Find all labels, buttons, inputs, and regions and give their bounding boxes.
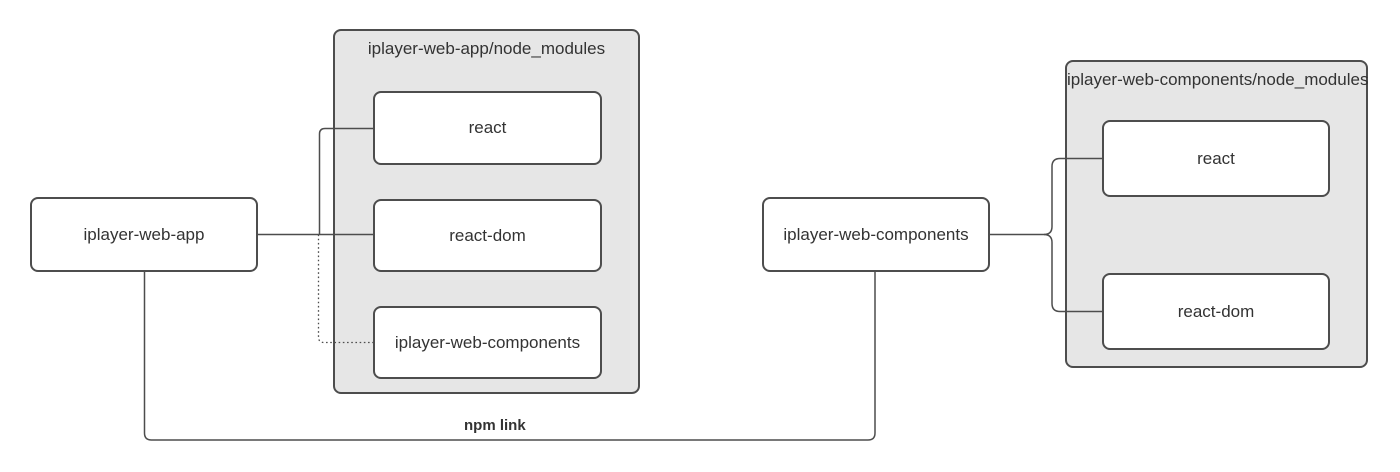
- node-iplayer-web-components-label: iplayer-web-components: [783, 224, 969, 244]
- node-react-dom-in-components-modules: react-dom: [1102, 273, 1330, 350]
- node-react-in-app-modules-label: react: [468, 118, 507, 137]
- node-iplayer-web-components: iplayer-web-components: [762, 197, 990, 272]
- node-iplayer-web-components-in-app-modules: iplayer-web-components: [373, 306, 602, 379]
- npm-link-label: npm link: [464, 417, 526, 434]
- node-react-in-app-modules: react: [373, 91, 602, 165]
- node-iplayer-web-components-in-app-modules-label: iplayer-web-components: [394, 332, 581, 352]
- container-iplayer-web-app-node-modules-title: iplayer-web-app/node_modules: [367, 39, 606, 58]
- container-iplayer-web-components-node-modules-title: iplayer-web-components/node_modules: [1067, 70, 1369, 89]
- node-react-dom-in-app-modules-label: react-dom: [449, 225, 526, 245]
- container-iplayer-web-components-node-modules: iplayer-web-components/node_modules reac…: [1065, 60, 1368, 368]
- container-iplayer-web-app-node-modules: iplayer-web-app/node_modules react react…: [333, 29, 640, 394]
- node-react-in-components-modules: react: [1102, 120, 1330, 197]
- node-react-in-components-modules-label: react: [1197, 148, 1235, 168]
- node-react-dom-in-app-modules: react-dom: [373, 199, 602, 272]
- node-react-dom-in-components-modules-label: react-dom: [1177, 301, 1255, 321]
- node-iplayer-web-app: iplayer-web-app: [30, 197, 258, 272]
- node-iplayer-web-app-label: iplayer-web-app: [83, 224, 205, 244]
